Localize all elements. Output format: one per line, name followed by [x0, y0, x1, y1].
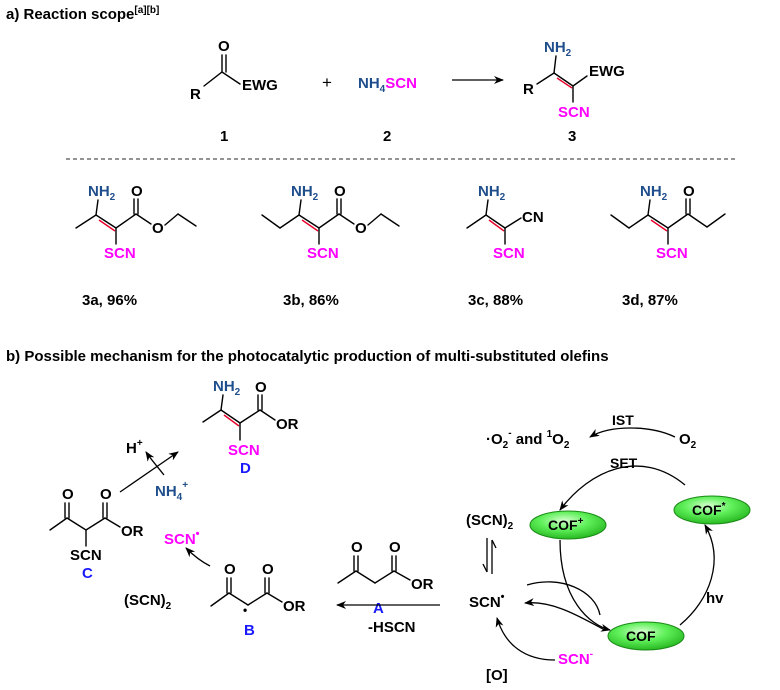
deprotonation-arrow [119, 451, 179, 493]
label-3c: 3c, 88% [468, 292, 523, 309]
intermediate-D: NH2 SCN O OR D [202, 378, 299, 477]
cof-plus: COF+ [529, 510, 607, 540]
radical-B: O • O OR B [210, 561, 306, 639]
superoxide-and-singlet-oxygen: ·O2- and 1O2 [486, 428, 570, 451]
label-D: D [240, 460, 251, 477]
svg-text:O: O [334, 183, 346, 200]
svg-text:NH2: NH2 [213, 378, 241, 398]
scn2-cycle: (SCN)2 [466, 512, 514, 532]
ammonium: NH4+ [155, 480, 188, 503]
svg-text:O: O [218, 38, 230, 55]
svg-text:COF*: COF* [692, 501, 726, 518]
svg-text:OR: OR [283, 598, 306, 615]
svg-text:O: O [262, 561, 274, 578]
svg-text:NH2: NH2 [88, 183, 116, 203]
oxidant-label: [O] [486, 667, 508, 684]
svg-text:COF: COF [626, 628, 656, 644]
label-3a: 3a, 96% [82, 292, 137, 309]
product-3: NH2 R EWG SCN 3 [523, 39, 625, 145]
set-arrow [559, 465, 686, 511]
svg-text:NH2: NH2 [478, 183, 506, 203]
svg-text:O: O [62, 486, 74, 503]
h-plus: H+ [126, 438, 143, 457]
svg-text:COF+: COF+ [548, 516, 584, 533]
cof-excited: COF* [673, 495, 751, 525]
oxygen: O2 [679, 431, 697, 451]
svg-text:EWG: EWG [589, 63, 625, 80]
svg-text:OR: OR [121, 523, 144, 540]
product-3d: NH2 SCN O 3d, 87% [610, 183, 726, 309]
svg-text:SCN: SCN [307, 245, 339, 262]
svg-text:O: O [355, 220, 367, 237]
svg-text:R: R [523, 81, 534, 98]
svg-text:•: • [243, 603, 247, 617]
svg-text:SCN: SCN [656, 245, 688, 262]
set-label: SET [610, 455, 638, 471]
svg-text:EWG: EWG [242, 77, 278, 94]
svg-text:SCN: SCN [104, 245, 136, 262]
label-compound-2: 2 [383, 128, 391, 145]
label-compound-1: 1 [220, 128, 228, 145]
substrate-A: O O OR A [337, 539, 434, 617]
product-3c: NH2 SCN CN 3c, 88% [466, 183, 544, 309]
svg-text:NH2: NH2 [640, 183, 668, 203]
panel-a-title: a) Reaction scope[a][b] [6, 5, 159, 23]
product-3b: NH2 SCN O O 3b, 86% [261, 183, 400, 309]
thiocyanate-anion: SCN- [558, 649, 593, 668]
label-3b: 3b, 86% [283, 292, 339, 309]
panel-b-title: b) Possible mechanism for the photocatal… [6, 348, 609, 365]
svg-text:O: O [683, 183, 695, 200]
label-compound-3: 3 [568, 128, 576, 145]
hv-label: hv [706, 590, 724, 607]
svg-text:O: O [389, 539, 401, 556]
reactant-2: NH4SCN 2 [358, 75, 417, 145]
svg-text:O: O [152, 220, 164, 237]
excitation-arrow [679, 524, 715, 626]
svg-text:O: O [100, 486, 112, 503]
label-A: A [373, 600, 384, 617]
svg-text:NH2: NH2 [291, 183, 319, 203]
label-3d: 3d, 87% [622, 292, 678, 309]
svg-text:SCN: SCN [70, 547, 102, 564]
svg-text:O: O [224, 561, 236, 578]
minus-hscn: -HSCN [368, 619, 416, 636]
svg-text:NH4SCN: NH4SCN [358, 75, 417, 95]
scn-radical-cycle: SCN• [469, 591, 505, 611]
svg-text:CN: CN [522, 209, 544, 226]
svg-text:R: R [190, 86, 201, 103]
intermediate-C: O SCN O OR C [49, 486, 144, 582]
svg-text:OR: OR [276, 416, 299, 433]
label-C: C [82, 565, 93, 582]
svg-text:O: O [351, 539, 363, 556]
svg-text:SCN: SCN [558, 104, 590, 121]
svg-text:SCN: SCN [493, 245, 525, 262]
svg-text:O: O [131, 183, 143, 200]
reactant-1: R O EWG 1 [190, 38, 278, 145]
scn2-left: (SCN)2 [124, 592, 172, 612]
svg-text:O: O [255, 379, 267, 396]
plus-sign: + [322, 73, 332, 92]
regeneration-arrow [559, 539, 611, 632]
svg-text:NH2: NH2 [544, 39, 572, 59]
svg-text:SCN: SCN [228, 442, 260, 459]
cof-ground: COF [607, 621, 685, 651]
scn-radical: SCN• [164, 528, 200, 548]
svg-text:OR: OR [411, 576, 434, 593]
product-3a: NH2 SCN O O 3a, 96% [75, 183, 197, 309]
ist-label: IST [612, 412, 634, 428]
ist-arrow [589, 427, 676, 438]
label-B: B [244, 622, 255, 639]
